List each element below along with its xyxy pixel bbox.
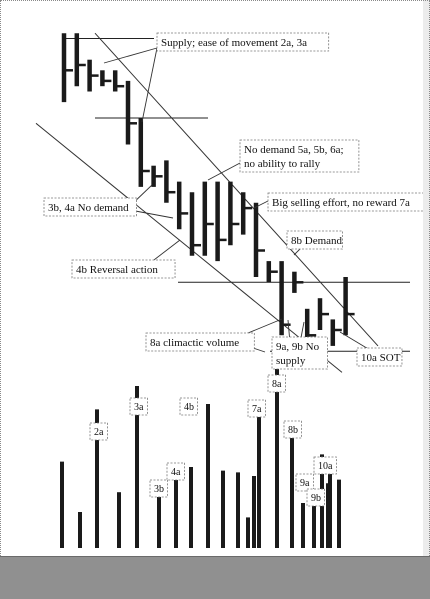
volume-label: 8b [283,420,303,439]
volume-label-text: 9b [311,493,321,504]
volume-label-box [283,420,303,439]
annotation-no-supply: 9a, 9b No supply [271,336,328,370]
volume-label-box [166,462,186,481]
annotation-no-supply-text: supply [276,355,306,367]
volume-label: 9b [306,488,326,507]
volume-label: 2a [89,422,109,441]
annotation-climactic-text: 8a climactic volume [150,337,239,349]
annotation-no-supply-text: 9a, 9b No [276,341,320,353]
volume-label-box [295,473,315,492]
trend-channel-line [94,32,379,347]
annotation-leader [103,47,158,64]
volume-label: 8a [267,374,287,393]
volume-label-text: 7a [252,404,262,415]
volume-label: 3a [129,397,149,416]
trend-channel [35,32,379,373]
volume-label: 10a [313,456,337,475]
annotation-reversal-text: 4b Reversal action [76,264,158,276]
annotation-leader [149,239,181,264]
volume-label-box [89,422,109,441]
annotation-sot-text: 10a SOT [361,352,401,364]
volume-label-text: 2a [94,427,104,438]
annotation-no-demand-3b-box [43,197,137,217]
volume-label: 9a [295,473,315,492]
annotation-supply: Supply; ease of movement 2a, 3a [156,32,330,52]
annotation-big-selling-text: Big selling effort, no reward 7a [272,197,410,209]
volume-label-text: 3a [134,402,144,413]
volume-label: 7a [247,399,267,418]
annotation-sot: 10a SOT [356,347,403,367]
annotation-big-selling: Big selling effort, no reward 7a [267,192,430,212]
volume-label-text: 3b [154,484,164,495]
annotation-big-selling-box [267,192,430,212]
trend-channel-line [35,122,343,373]
volume-label-box [149,479,169,498]
annotation-climactic-box [145,332,255,352]
volume-label-text: 4b [184,402,194,413]
volume-label: 4a [166,462,186,481]
volume-label-box [306,488,326,507]
annotation-reversal: 4b Reversal action [71,259,176,279]
annotation-no-demand-3b-text: 3b, 4a No demand [48,202,129,214]
annotation-no-demand-text: No demand 5a, 5b, 6a; [244,144,344,156]
annotation-leader [129,209,174,219]
annotation-leader [339,331,371,351]
annotation-no-demand-text: no ability to rally [244,158,321,170]
annotation-no-demand: No demand 5a, 5b, 6a; no ability to rally [239,139,360,173]
annotation-leader [207,162,241,181]
volume-label: 4b [179,397,199,416]
volume-label-box [267,374,287,393]
annotation-climactic: 8a climactic volume [145,332,255,352]
volume-label-text: 4a [171,467,181,478]
volume-label-text: 10a [318,461,333,472]
volume-label-box [247,399,267,418]
volume-label: 3b [149,479,169,498]
volume-label-text: 9a [300,478,310,489]
annotation-leader [253,200,269,209]
annotation-demand-8b: 8b Demand [286,230,343,250]
annotation-no-demand-box [239,139,360,173]
annotation-demand-8b-box [286,230,343,250]
volume-bars [60,368,341,548]
volume-label-text: 8a [272,379,282,390]
volume-label-box [179,397,199,416]
annotation-supply-text: Supply; ease of movement 2a, 3a [161,37,307,49]
footer-bar [0,556,430,599]
volume-label-text: 8b [288,425,298,436]
price-bars [61,33,355,346]
annotations: Supply; ease of movement 2a, 3a No demand… [43,32,430,370]
volume-label-box [129,397,149,416]
annotation-no-supply-box [271,336,328,370]
annotation-demand-8b-text: 8b Demand [291,235,343,247]
right-edge-strip [423,0,430,556]
annotation-no-demand-3b: 3b, 4a No demand [43,197,137,217]
annotation-supply-box [156,32,330,52]
annotation-leader [141,47,158,123]
annotation-sot-box [356,347,403,367]
annotation-reversal-box [71,259,176,279]
volume-label-box [313,456,337,475]
